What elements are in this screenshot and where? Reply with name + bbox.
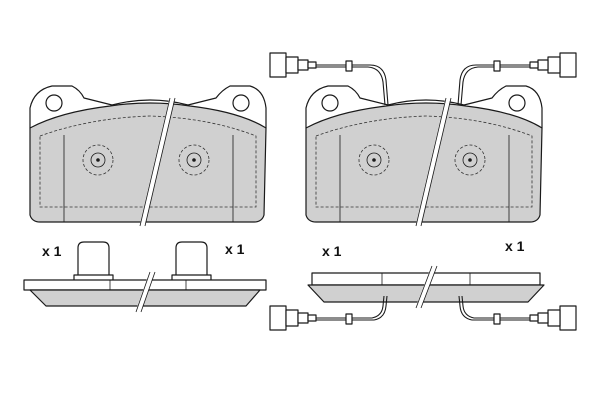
clip-left-2 — [171, 241, 212, 282]
break-lines-side-left — [135, 271, 156, 313]
pad-side-view-left — [23, 241, 267, 313]
quantity-label-pad-right-bottom: x 1 — [505, 238, 525, 254]
piston-mark-right-2 — [454, 144, 486, 176]
wear-sensor-top-left — [269, 52, 389, 106]
quantity-label-pad-left-bottom: x 1 — [225, 241, 245, 257]
piston-mark-right-1 — [358, 144, 390, 176]
friction-material-left — [29, 102, 267, 223]
break-lines-left — [139, 97, 176, 227]
pad-side-view-right — [269, 265, 577, 331]
break-lines-right — [415, 97, 452, 227]
piston-mark-left-2 — [178, 144, 210, 176]
quantity-label-pad-right-top: x 1 — [322, 243, 342, 259]
friction-material-right — [305, 102, 543, 223]
break-lines-side-right — [415, 265, 438, 309]
wear-sensor-bottom-left — [269, 295, 388, 331]
quantity-label-pad-left-top: x 1 — [42, 243, 62, 259]
piston-mark-left-1 — [82, 144, 114, 176]
pad-front-view-left — [29, 85, 267, 227]
wear-sensor-top-right — [457, 52, 577, 106]
clip-left-1 — [73, 241, 114, 282]
wear-sensor-bottom-right — [458, 295, 577, 331]
pad-front-view-right — [269, 52, 577, 227]
